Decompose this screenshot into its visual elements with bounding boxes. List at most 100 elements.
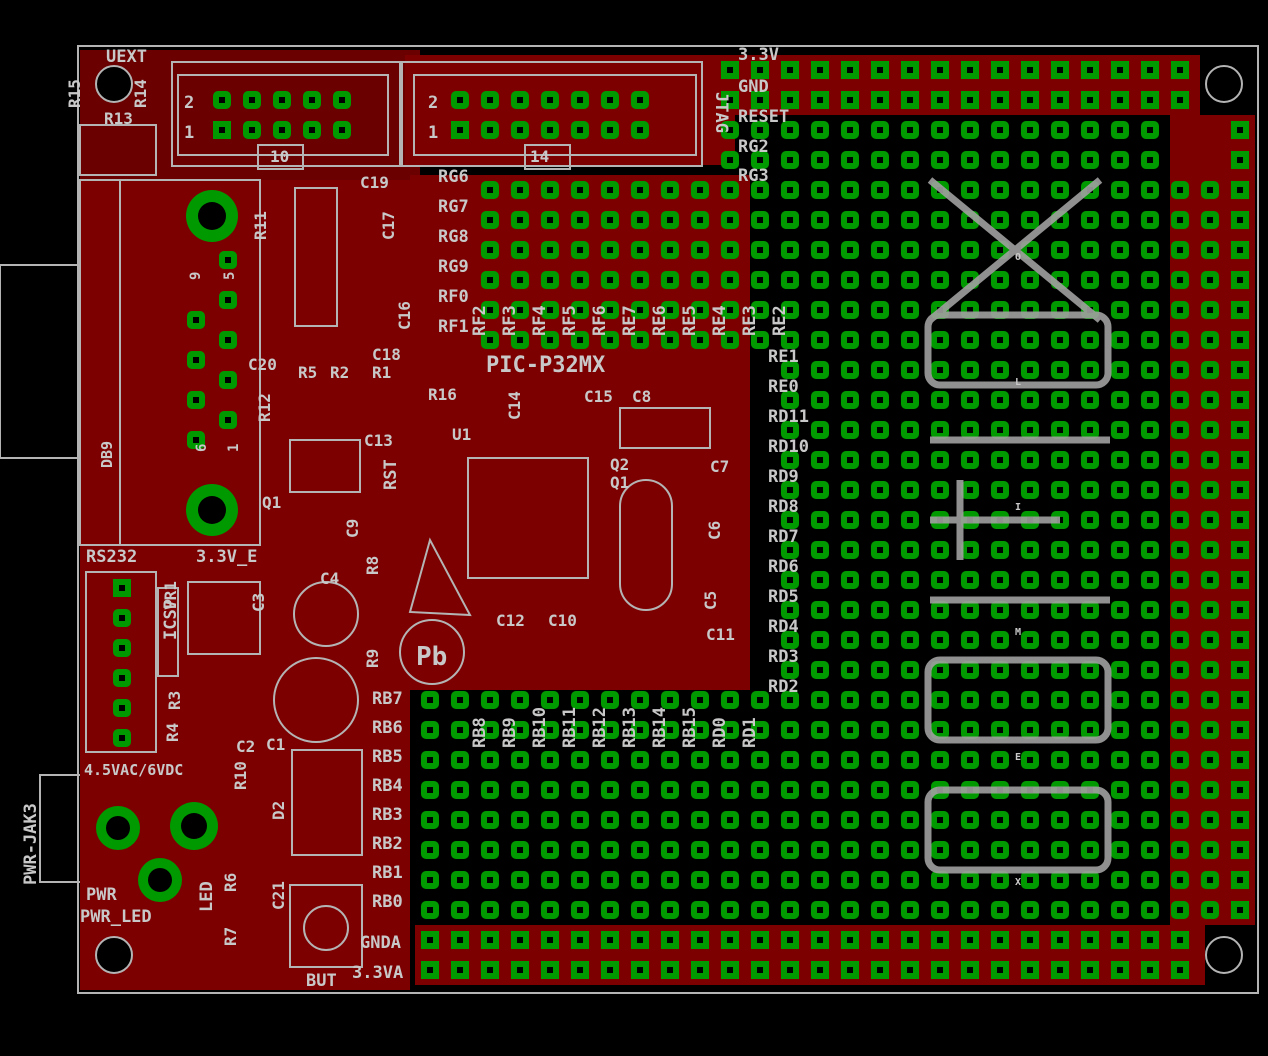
component-ref: R5 <box>298 363 317 382</box>
pad <box>841 781 859 799</box>
pad <box>781 241 799 259</box>
pad <box>421 751 439 769</box>
pad <box>243 121 261 139</box>
pad <box>991 271 1009 289</box>
pad <box>751 121 769 139</box>
pad <box>691 811 709 829</box>
component-ref: R3 <box>165 691 184 710</box>
pad <box>691 931 709 949</box>
pad <box>481 121 499 139</box>
pad <box>811 211 829 229</box>
pad <box>187 311 205 329</box>
pad <box>541 961 559 979</box>
pad <box>113 729 131 747</box>
pad <box>1081 421 1099 439</box>
pad <box>901 721 919 739</box>
logo-letter: X <box>1015 877 1021 888</box>
component-ref: R10 <box>231 761 250 790</box>
large-pads <box>96 190 238 902</box>
pad <box>1141 361 1159 379</box>
pad <box>901 931 919 949</box>
pad <box>1081 751 1099 769</box>
pad <box>961 631 979 649</box>
pad <box>187 391 205 409</box>
pad <box>631 811 649 829</box>
pad <box>1201 241 1219 259</box>
pad <box>721 331 739 349</box>
pad <box>1231 331 1249 349</box>
pad <box>571 751 589 769</box>
component-ref: C9 <box>343 519 362 538</box>
pad <box>631 781 649 799</box>
port-label: RG3 <box>738 166 769 186</box>
pad <box>781 451 799 469</box>
pad <box>511 181 529 199</box>
pad <box>1081 361 1099 379</box>
pad <box>1201 841 1219 859</box>
pad <box>811 91 829 109</box>
pad <box>871 661 889 679</box>
led-label: LED <box>197 881 217 912</box>
pad <box>631 751 649 769</box>
pad <box>961 571 979 589</box>
pad <box>1081 901 1099 919</box>
pad <box>1231 211 1249 229</box>
pad <box>1231 841 1249 859</box>
pad <box>601 691 619 709</box>
rail-3v3-label: 3.3V <box>738 45 779 65</box>
pad <box>1021 181 1039 199</box>
pad <box>841 91 859 109</box>
pad <box>541 871 559 889</box>
pad <box>1021 481 1039 499</box>
pad <box>541 91 559 109</box>
pad <box>961 181 979 199</box>
pad <box>901 271 919 289</box>
pad <box>601 331 619 349</box>
pad <box>219 291 237 309</box>
pad <box>1141 601 1159 619</box>
pad <box>1201 271 1219 289</box>
pad <box>481 271 499 289</box>
pin-label: 2 <box>184 93 194 113</box>
pad <box>421 721 439 739</box>
pad <box>871 391 889 409</box>
pad <box>481 901 499 919</box>
port-label: RB1 <box>372 863 403 883</box>
pad <box>811 601 829 619</box>
pad <box>1231 811 1249 829</box>
pad <box>931 961 949 979</box>
pad <box>991 91 1009 109</box>
pad <box>961 451 979 469</box>
pad <box>571 841 589 859</box>
pad <box>1081 61 1099 79</box>
pad <box>1081 451 1099 469</box>
pad <box>1141 751 1159 769</box>
pad <box>1201 781 1219 799</box>
component-ref: R2 <box>330 363 349 382</box>
pad <box>691 211 709 229</box>
pad <box>991 181 1009 199</box>
pad <box>1141 241 1159 259</box>
pad <box>1231 391 1249 409</box>
pad <box>1081 871 1099 889</box>
pad <box>781 91 799 109</box>
pad <box>961 121 979 139</box>
pad <box>691 721 709 739</box>
pad <box>1021 751 1039 769</box>
pad <box>721 301 739 319</box>
pad <box>871 601 889 619</box>
jtag-label: JTAG <box>711 92 731 133</box>
pad <box>1201 541 1219 559</box>
pad <box>481 691 499 709</box>
pad <box>1141 121 1159 139</box>
component-ref: R14 <box>131 79 150 108</box>
pad <box>1081 211 1099 229</box>
pad <box>1111 871 1129 889</box>
pad <box>901 331 919 349</box>
pad <box>511 271 529 289</box>
component-ref: C10 <box>548 611 577 630</box>
pad <box>841 601 859 619</box>
component-ref: U1 <box>452 425 471 444</box>
pad <box>1141 301 1159 319</box>
pad <box>1201 481 1219 499</box>
